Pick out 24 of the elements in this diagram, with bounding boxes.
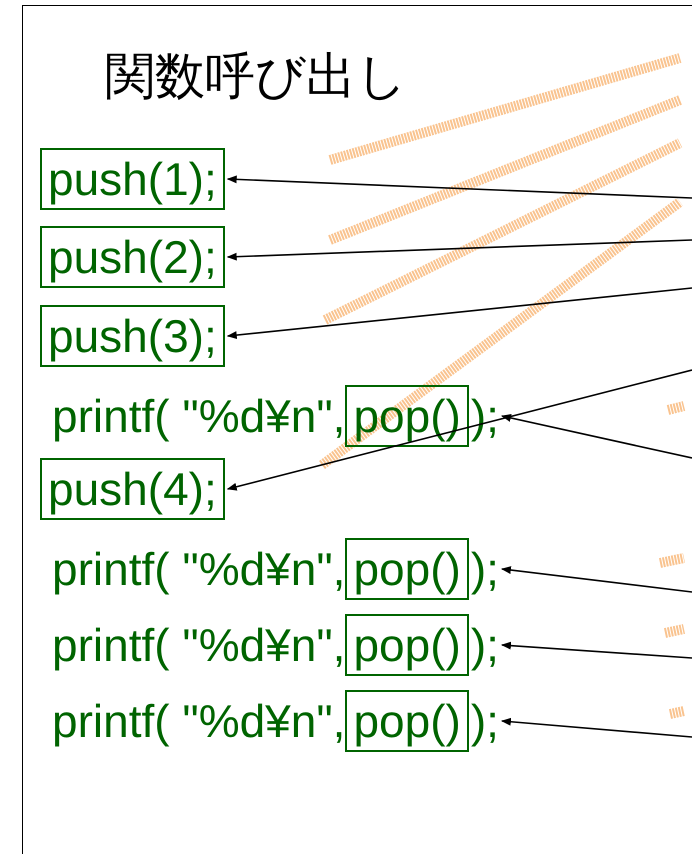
- code-box: pop(): [345, 538, 469, 600]
- arrow: [500, 642, 692, 659]
- arrow: [500, 566, 692, 593]
- code-box: push(3);: [40, 305, 225, 367]
- code-box: push(1);: [40, 148, 225, 210]
- arrow: [500, 718, 692, 738]
- arrow: [226, 369, 692, 491]
- code-text: printf( "%d¥n",: [52, 694, 346, 749]
- arrow: [226, 175, 692, 199]
- code-box: push(2);: [40, 226, 225, 288]
- code-box: pop(): [345, 614, 469, 676]
- code-text: printf( "%d¥n",: [52, 542, 346, 597]
- title: 関数呼び出し: [105, 47, 407, 106]
- arrow: [500, 414, 692, 459]
- code-text: printf( "%d¥n",: [52, 389, 346, 444]
- arrow: [226, 239, 692, 261]
- code-text: );: [468, 616, 499, 674]
- code-text: );: [468, 540, 499, 598]
- code-box: push(4);: [40, 458, 225, 520]
- code-box: pop(): [345, 690, 469, 752]
- code-text: printf( "%d¥n",: [52, 618, 346, 673]
- code-box: pop(): [345, 385, 469, 447]
- code-text: );: [468, 692, 499, 750]
- arrow: [226, 287, 692, 340]
